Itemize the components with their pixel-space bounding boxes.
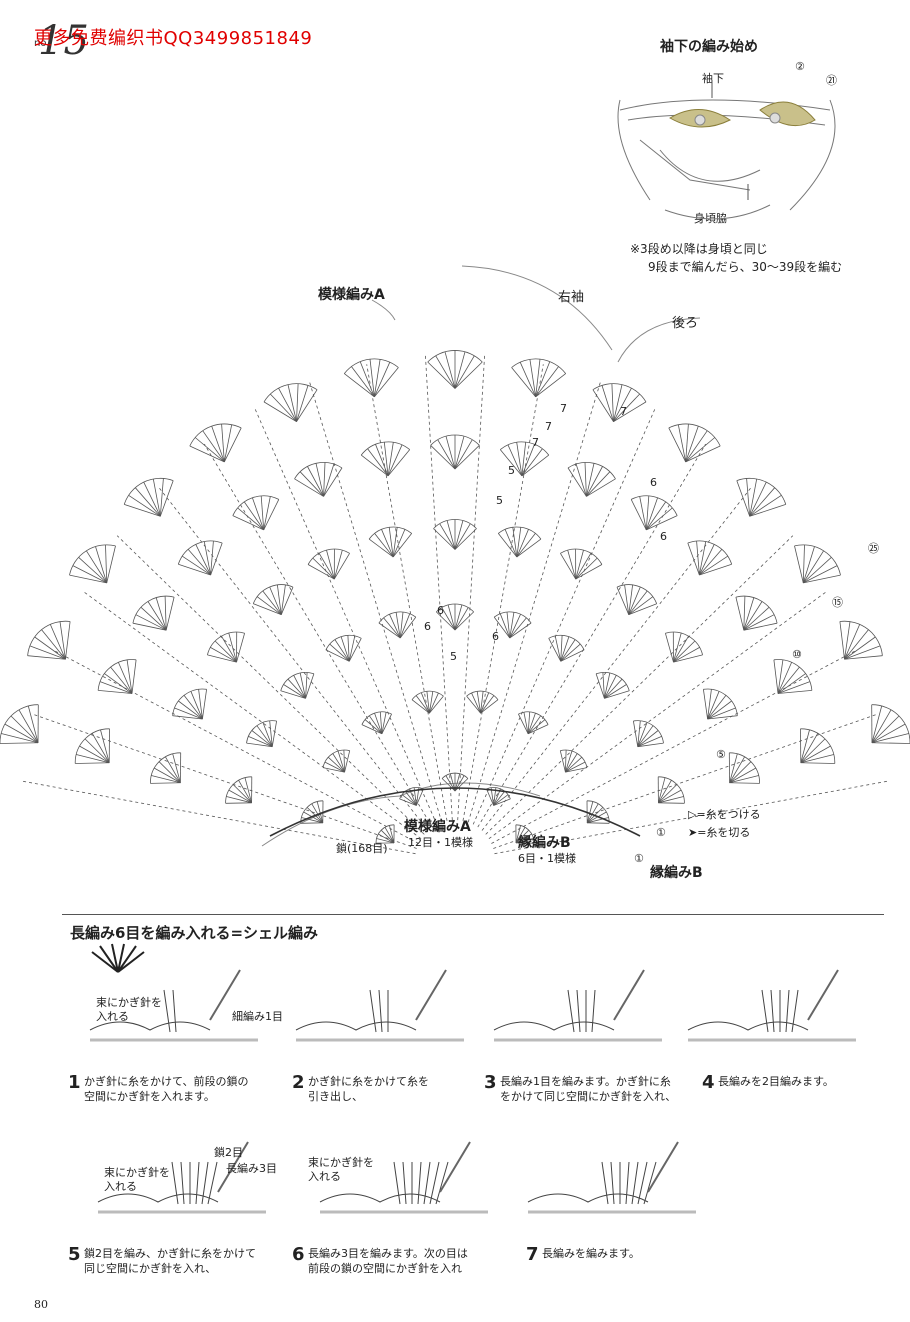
step-text: 長編み3目を編みます。次の目は前段の鎖の空間にかぎ針を入れ	[308, 1246, 468, 1276]
step-text-line: 長編み3目を編みます。次の目は	[308, 1247, 468, 1260]
step-number: 1	[68, 1072, 81, 1093]
inner-number: 7	[560, 402, 567, 415]
inner-number: 7	[545, 420, 552, 433]
step-text-line: 長編みを2目編みます。	[718, 1075, 834, 1088]
row-marker: ⑮	[832, 596, 843, 609]
inner-number: 6	[650, 476, 657, 489]
row-marker: ⑩	[792, 648, 802, 661]
step-number: 2	[292, 1072, 305, 1093]
inset-note-line: ※3段め以降は身頃と同じ	[630, 242, 768, 256]
callout-text: 入れる	[96, 1010, 129, 1023]
step-text-line: 同じ空間にかぎ針を入れ、	[84, 1262, 217, 1275]
cut-yarn-icon: ➤	[688, 826, 698, 839]
callout-text: 長編み3目	[226, 1162, 277, 1175]
chain-count-label: 鎖(168目)	[336, 842, 388, 855]
row-marker: ⑤	[716, 748, 726, 761]
inner-number: 6	[437, 604, 444, 617]
inset-sleeve-under-label: 袖下	[702, 72, 724, 85]
pattern-prefix: no.	[34, 38, 50, 49]
section-divider	[62, 914, 884, 915]
row-marker: ①	[656, 826, 666, 839]
tutorial-title: 長編み6目を編み入れる=シェル編み	[70, 924, 319, 942]
callout-text: 入れる	[104, 1180, 137, 1193]
step-text: 長編みを2目編みます。	[718, 1074, 834, 1089]
pattern-a-bottom-label: 模様編みA	[404, 819, 471, 835]
step-text-line: をかけて同じ空間にかぎ針を入れ、	[500, 1090, 677, 1103]
edge-b-repeat-label: 6目・1模様	[518, 852, 576, 865]
back-label: 後ろ	[672, 316, 699, 331]
callout-text: 束にかぎ針を	[308, 1156, 374, 1169]
row-marker: ㉕	[868, 542, 879, 555]
page-number: 80	[34, 1298, 48, 1311]
inner-number: 7	[620, 405, 627, 418]
inner-number: 6	[424, 620, 431, 633]
step-number: 6	[292, 1244, 305, 1265]
edge-b-right-label: 縁編みB	[650, 865, 703, 881]
step-number: 3	[484, 1072, 497, 1093]
inset-row-marker: ②	[795, 60, 805, 73]
step-text: かぎ針に糸をかけて糸を引き出し、	[308, 1074, 429, 1104]
callout-text: 束にかぎ針を	[96, 996, 162, 1009]
crochet-chart	[0, 265, 910, 855]
inset-title: 袖下の編み始め	[660, 39, 758, 55]
pattern-a-top-label: 模様編みA	[318, 287, 385, 303]
step-number: 5	[68, 1244, 81, 1265]
step-text-line: 空間にかぎ針を入れます。	[84, 1090, 215, 1103]
legend-cut-yarn: ➤=糸を切る	[688, 826, 751, 839]
step-number: 4	[702, 1072, 715, 1093]
inner-number: 5	[508, 464, 515, 477]
row-marker: ①	[634, 852, 644, 865]
inset-row-marker: ㉑	[826, 74, 837, 87]
step-text-line: かぎ針に糸をかけて、前段の鎖の	[84, 1075, 249, 1088]
step-text-line: 前段の鎖の空間にかぎ針を入れ	[308, 1262, 462, 1275]
callout-text: 入れる	[308, 1170, 341, 1183]
inner-number: 7	[532, 436, 539, 449]
step-text-line: 引き出し、	[308, 1090, 363, 1103]
callout-text: 細編み1目	[232, 1010, 283, 1023]
inner-number: 5	[496, 494, 503, 507]
inset-note-line: 9段まで編んだら、30〜39段を編む	[648, 260, 843, 274]
step-text: 長編み1目を編みます。かぎ針に糸をかけて同じ空間にかぎ針を入れ、	[500, 1074, 676, 1104]
legend-attach-yarn: ▷=糸をつける	[688, 808, 761, 821]
pattern-a-repeat-label: 12目・1模様	[408, 836, 473, 849]
edge-b-center-label: 縁編みB	[518, 835, 571, 851]
inner-number: 5	[450, 650, 457, 663]
watermark-text: 更多免费编织书QQ3499851849	[34, 28, 313, 49]
callout-text: 鎖2目	[214, 1146, 243, 1159]
step-text: かぎ針に糸をかけて、前段の鎖の空間にかぎ針を入れます。	[84, 1074, 248, 1104]
inner-number: 6	[492, 630, 499, 643]
inner-number: 6	[660, 530, 667, 543]
step-text: 鎖2目を編み、かぎ針に糸をかけて同じ空間にかぎ針を入れ、	[84, 1246, 256, 1276]
step-text-line: 長編みを編みます。	[542, 1247, 640, 1260]
step-text-line: 鎖2目を編み、かぎ針に糸をかけて	[84, 1247, 256, 1260]
step-text: 長編みを編みます。	[542, 1246, 640, 1261]
step-text-line: 長編み1目を編みます。かぎ針に糸	[500, 1075, 671, 1088]
step-text-line: かぎ針に糸をかけて糸を	[308, 1075, 429, 1088]
inset-diagram	[617, 80, 836, 220]
step-number: 7	[526, 1244, 539, 1265]
pattern-number: 15	[38, 18, 89, 64]
right-sleeve-label: 右袖	[558, 290, 585, 305]
callout-text: 束にかぎ針を	[104, 1166, 170, 1179]
attach-yarn-icon: ▷	[688, 808, 697, 821]
